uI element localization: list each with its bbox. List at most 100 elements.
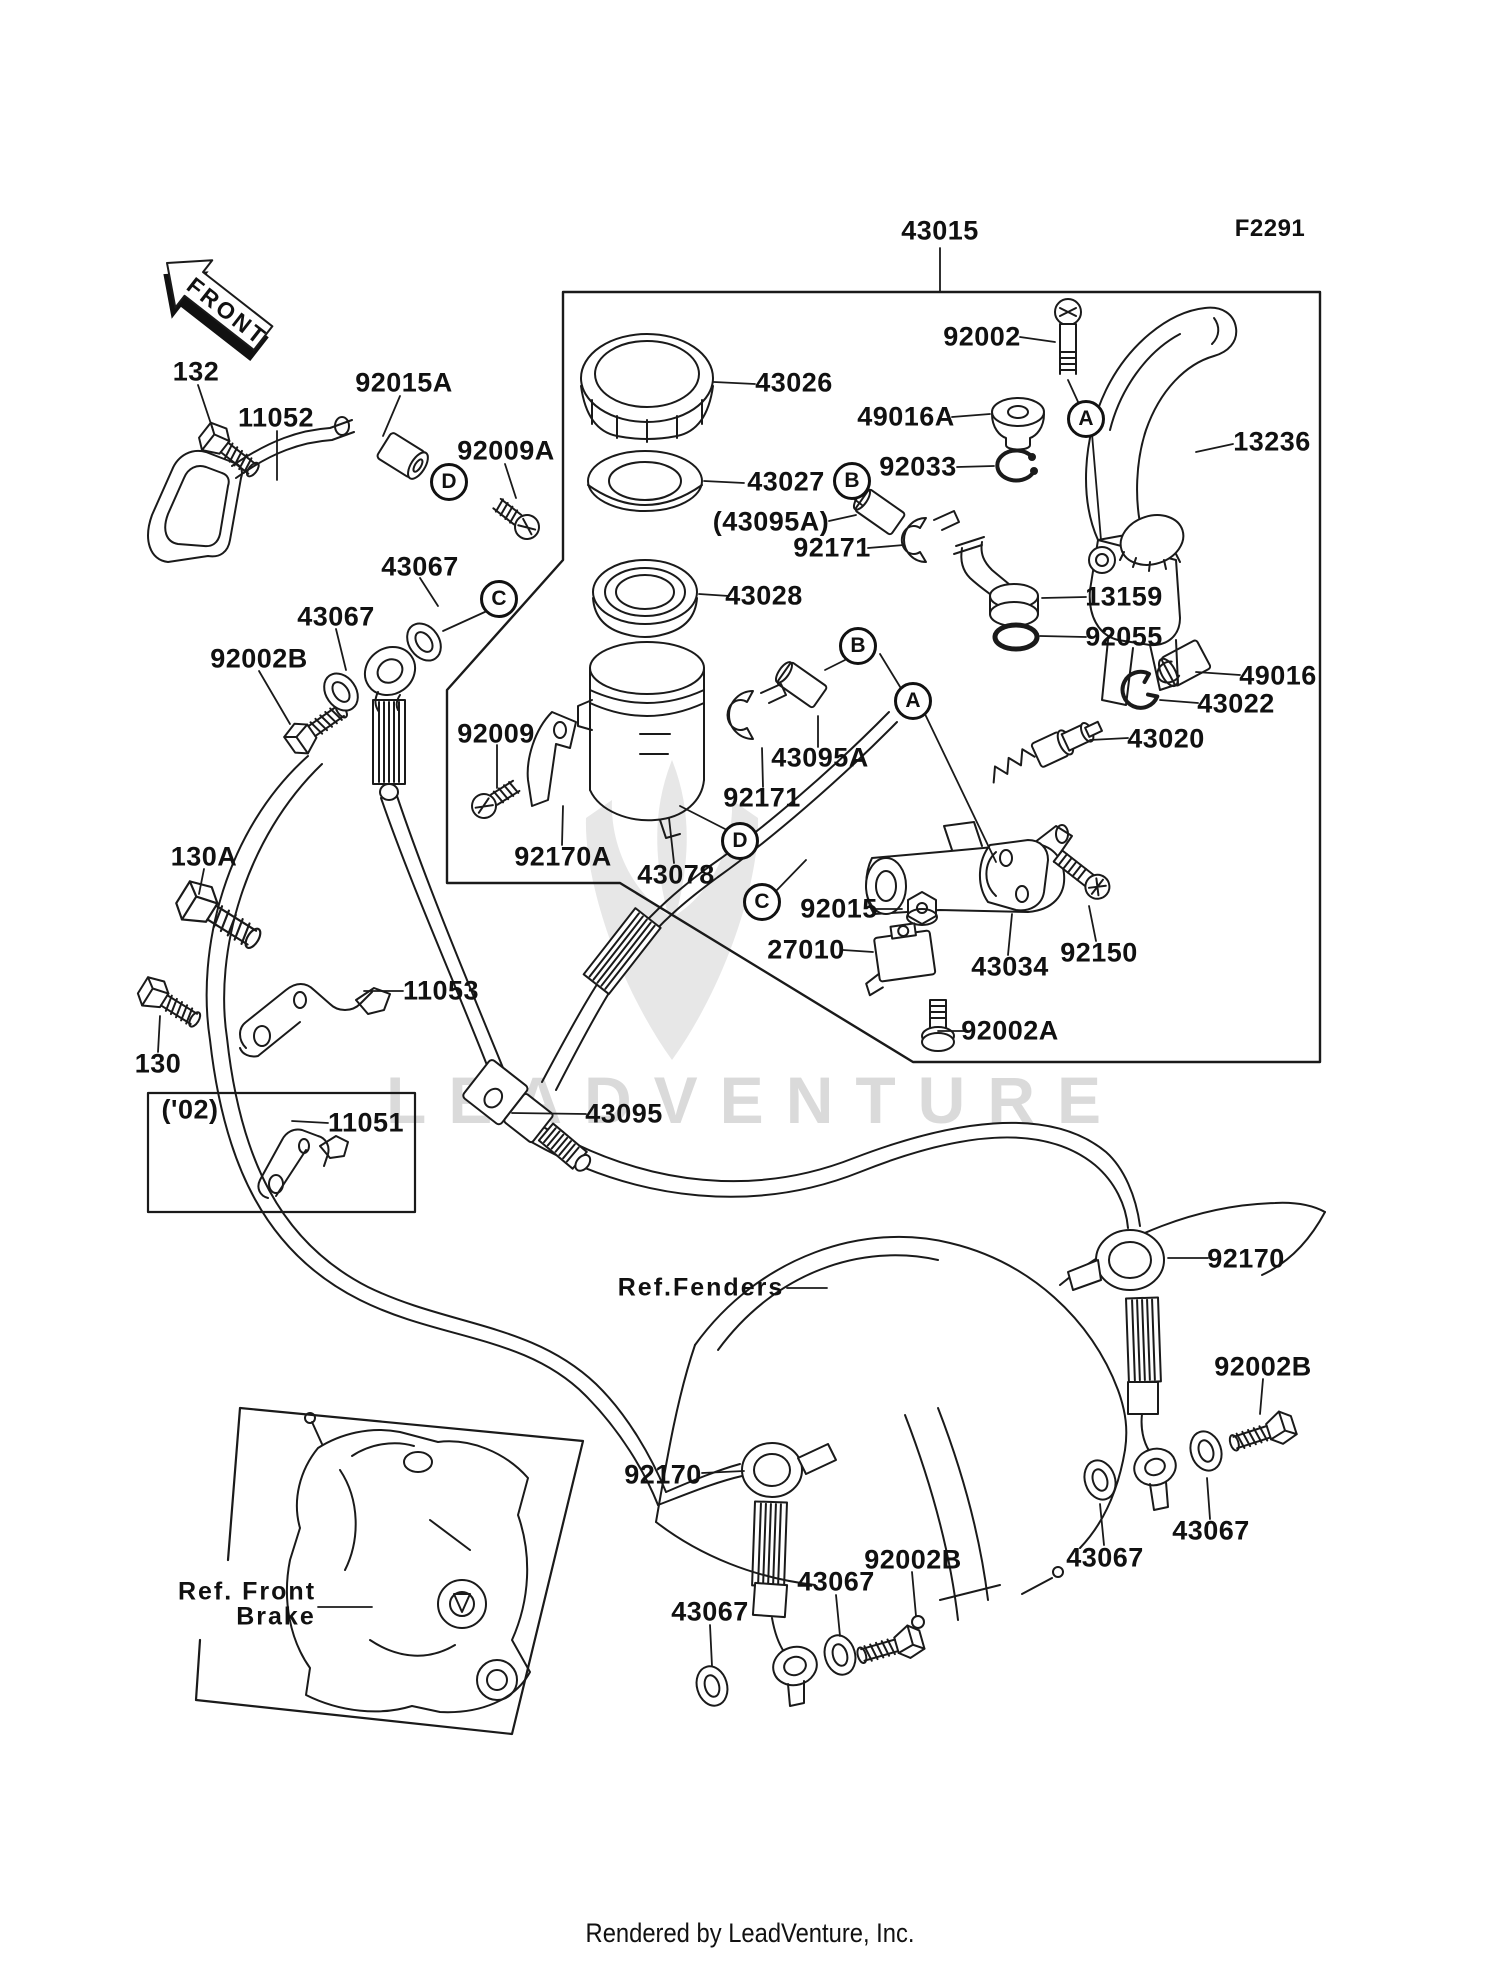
part-label: 43067	[797, 1566, 875, 1597]
brake-lever-13236	[1085, 306, 1238, 706]
brake-hose-lines	[205, 699, 1162, 1658]
callout-circle-b: B	[839, 627, 877, 665]
part-label: 11053	[402, 975, 480, 1006]
bracket-11053	[239, 983, 391, 1058]
part-label: 43067	[297, 601, 375, 632]
hose-junction	[462, 1059, 592, 1172]
clamp-92170-middle	[741, 1442, 837, 1498]
part-label: 43026	[755, 367, 833, 398]
nut-92015	[906, 891, 938, 926]
part-label: 13236	[1233, 426, 1311, 457]
banjo-upper-left	[280, 616, 449, 761]
bracket-92170A	[526, 711, 577, 807]
caliper-banjo-chain	[691, 1621, 927, 1711]
part-label: 92033	[879, 451, 957, 482]
part-label: 43078	[637, 859, 715, 890]
part-label: 92002B	[1214, 1351, 1312, 1382]
screw-92009A	[488, 493, 545, 545]
part-label: 92002	[943, 321, 1021, 352]
part-label: 130A	[170, 841, 238, 872]
caliper-ref-box	[194, 1406, 585, 1736]
part-label: 92002B	[210, 643, 308, 674]
part-label: 92002A	[961, 1015, 1059, 1046]
part-label: 43067	[671, 1596, 749, 1627]
cup-49016	[1156, 639, 1212, 688]
part-label: 92170	[624, 1459, 702, 1490]
part-label: 92002B	[864, 1544, 962, 1575]
part-label: 43027	[747, 466, 825, 497]
bushing-92015A	[376, 432, 429, 480]
reservoir-cap-43026	[580, 333, 714, 443]
part-label: F2291	[1234, 215, 1306, 242]
cap-gasket-43027	[587, 450, 703, 512]
part-label: 11051	[327, 1107, 405, 1138]
part-label: 92009A	[457, 435, 555, 466]
snap-ring-92033	[995, 448, 1038, 483]
part-label: 92170A	[514, 841, 612, 872]
elbow-13159	[953, 536, 1039, 627]
part-label: 92055	[1085, 621, 1163, 652]
part-label: 92171	[723, 782, 801, 813]
part-label: 130	[134, 1048, 182, 1079]
part-label: 92015	[800, 893, 878, 924]
leader-lines	[157, 247, 1264, 1667]
screw-92002	[1054, 298, 1082, 375]
part-label: 43067	[381, 551, 459, 582]
switch-27010	[865, 922, 937, 997]
callout-circle-b: B	[833, 462, 871, 500]
part-label: 92009	[457, 718, 535, 749]
part-label: 43067	[1172, 1515, 1250, 1546]
part-label: Brake	[236, 1602, 316, 1631]
diaphragm-43028	[592, 559, 698, 638]
fork-banjo-chain	[1078, 1407, 1300, 1511]
screw-92002A	[921, 999, 955, 1052]
bolt-130A	[169, 874, 271, 961]
part-label: 43015	[901, 215, 979, 246]
reservoir-body-43078	[577, 641, 705, 839]
part-label: 43020	[1127, 723, 1205, 754]
part-label: 43095	[585, 1098, 663, 1129]
part-label: 27010	[767, 934, 845, 965]
callout-circle-c: C	[480, 580, 518, 618]
screw-92009	[466, 774, 524, 824]
part-label: 43095A	[771, 742, 869, 773]
callout-circle-d: D	[721, 822, 759, 860]
part-label: 43067	[1066, 1542, 1144, 1573]
tube-43095A-lower	[774, 661, 828, 709]
part-label: ('02)	[161, 1094, 219, 1125]
assembly-box	[445, 290, 1322, 1064]
part-label: 11052	[237, 402, 315, 433]
part-label: 49016A	[857, 401, 955, 432]
bolt-130	[132, 972, 208, 1037]
clamp-92170-right	[1067, 1229, 1165, 1291]
e-clip-43022	[1120, 669, 1160, 710]
piston-43020	[992, 720, 1103, 784]
callout-circle-c: C	[743, 883, 781, 921]
footer-credit: Rendered by LeadVenture, Inc.	[585, 1918, 915, 1948]
part-label: 92171	[793, 532, 871, 563]
clamp-92171-upper	[900, 510, 960, 563]
part-label: 43034	[971, 951, 1049, 982]
part-label: (43095A)	[712, 506, 830, 537]
part-label: Ref.Fenders	[617, 1273, 785, 1302]
oring-92055	[995, 625, 1037, 649]
part-label: 132	[172, 356, 220, 387]
callout-circle-a: A	[894, 682, 932, 720]
part-label: 92150	[1060, 937, 1138, 968]
part-label: 13159	[1085, 581, 1163, 612]
watermark-flame	[585, 760, 759, 1060]
bracket-11052	[147, 416, 355, 563]
front-arrow: FRONT	[163, 259, 274, 362]
part-label: 49016	[1239, 660, 1317, 691]
clamp-92171-lower	[726, 683, 787, 740]
screw-92150	[1052, 849, 1111, 900]
part-label: Ref. Front	[177, 1577, 317, 1606]
brake-caliper	[285, 1412, 531, 1714]
part-label: 43022	[1197, 688, 1275, 719]
part-label: 43028	[725, 580, 803, 611]
callout-circle-d: D	[430, 463, 468, 501]
bracket-11051	[257, 1128, 349, 1199]
callout-circle-a: A	[1067, 400, 1105, 438]
